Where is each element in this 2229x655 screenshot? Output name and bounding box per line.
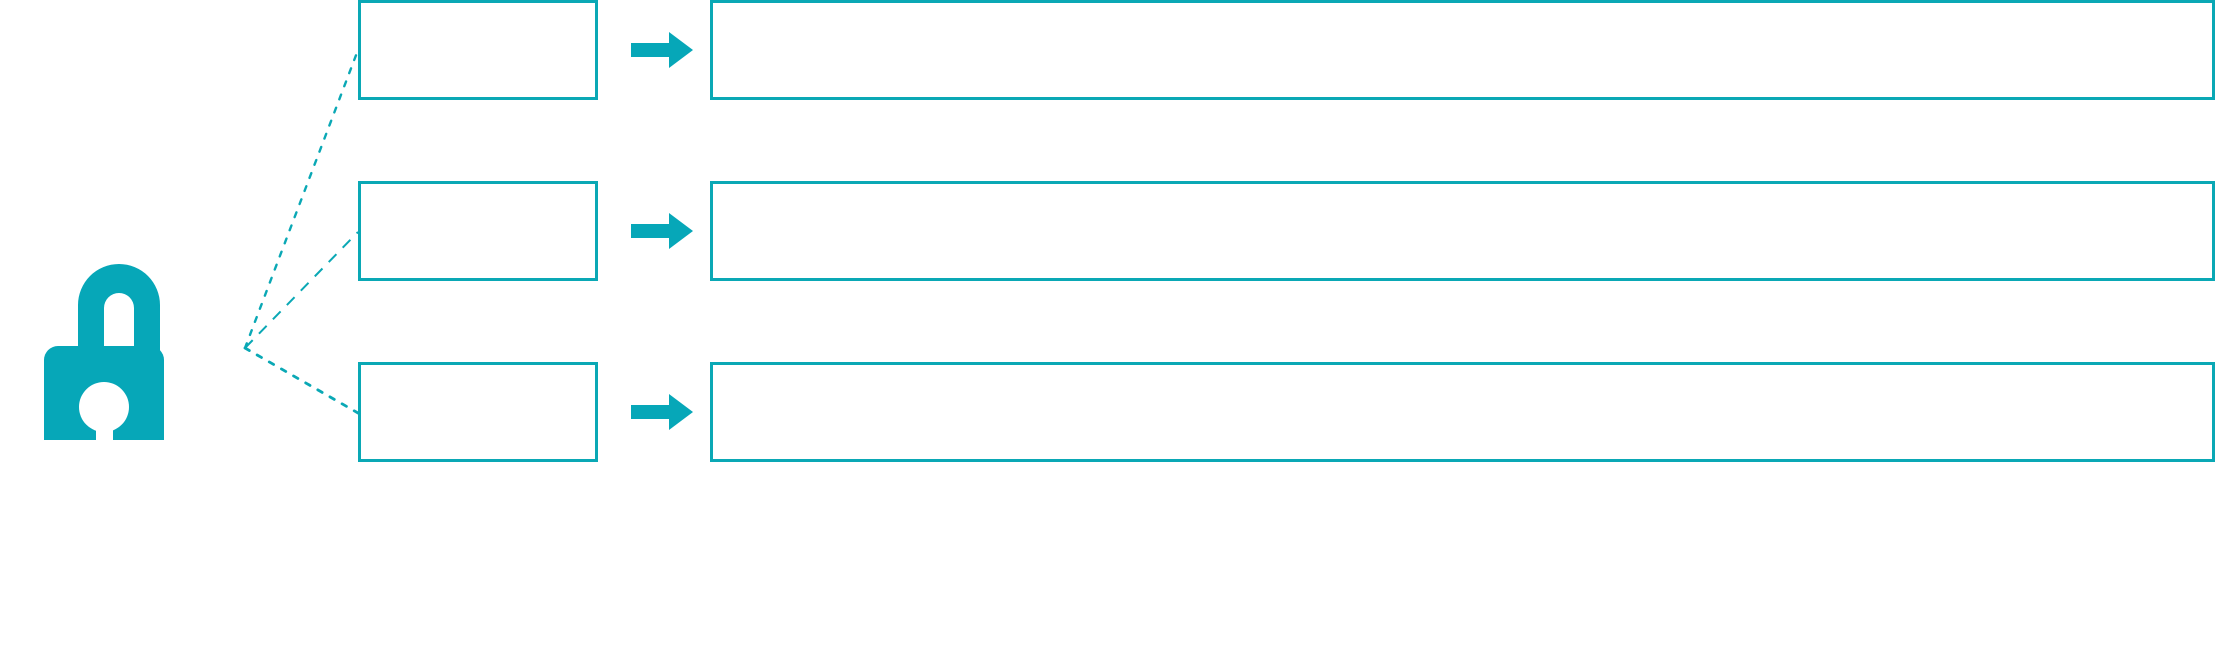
arrow-right-icon xyxy=(631,32,693,68)
arrow-right-icon xyxy=(631,213,693,249)
arrow-right-icon xyxy=(631,394,693,430)
wide-box[interactable] xyxy=(710,181,2215,281)
padlock-icon xyxy=(30,150,190,471)
wide-box[interactable] xyxy=(710,362,2215,462)
small-box[interactable] xyxy=(358,0,598,100)
small-box[interactable] xyxy=(358,181,598,281)
diagram-row xyxy=(0,181,2229,281)
diagram-row xyxy=(0,362,2229,462)
small-box[interactable] xyxy=(358,362,598,462)
diagram-row xyxy=(0,0,2229,100)
wide-box[interactable] xyxy=(710,0,2215,100)
